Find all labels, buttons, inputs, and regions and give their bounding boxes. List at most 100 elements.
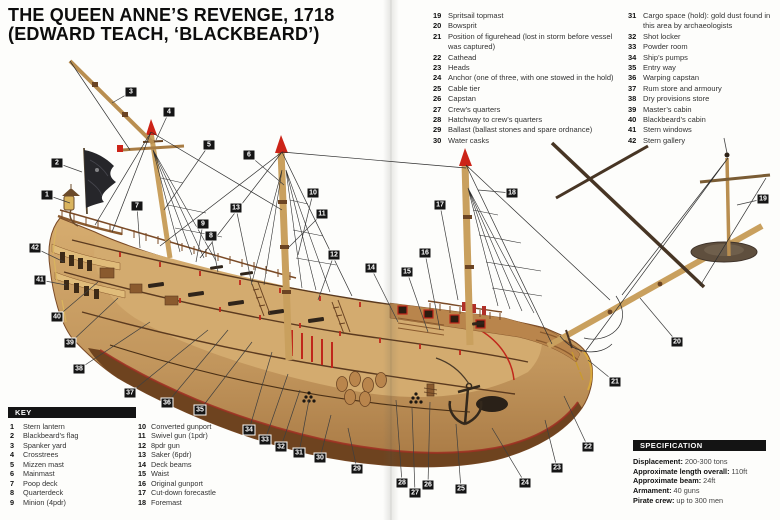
- leader-line-25: [455, 423, 462, 490]
- leader-line-35: [199, 341, 253, 411]
- list-item-number: 3: [10, 440, 15, 450]
- leader-line-9: [195, 223, 204, 263]
- spec-row: Approximate length overall: 110ft: [633, 467, 779, 477]
- list-item-text: Powder room: [643, 42, 688, 52]
- list-item-text: Bowsprit: [448, 21, 477, 31]
- leader-line-17: [439, 204, 459, 301]
- barrels: [336, 371, 387, 407]
- list-item: 15 Waist: [138, 469, 263, 478]
- leader-line-8: [210, 235, 219, 273]
- leader-line-2: [56, 162, 83, 173]
- list-item-text: Deck beams: [151, 459, 192, 469]
- leader-line-40: [56, 281, 99, 318]
- list-item: 41 Stern windows: [628, 125, 778, 135]
- page-fold: [383, 0, 399, 520]
- cable-pile: [476, 396, 508, 412]
- list-item-number: 11: [138, 431, 146, 441]
- list-item-number: 2: [10, 431, 15, 441]
- leader-line-34: [248, 351, 273, 431]
- list-item-number: 42: [628, 135, 637, 145]
- leader-line-10: [297, 192, 314, 256]
- list-item-text: Cargo space (hold): gold dust found in t…: [643, 11, 771, 31]
- list-item-number: 8: [10, 488, 15, 498]
- list-item-number: 15: [138, 469, 147, 479]
- list-item-text: Ballast (ballast stones and spare ordnan…: [448, 125, 593, 135]
- leader-line-24: [491, 427, 526, 484]
- leader-line-39: [69, 297, 119, 344]
- list-item-number: 28: [433, 115, 442, 125]
- list-item-number: 35: [628, 63, 637, 73]
- leader-line-15: [406, 271, 429, 333]
- list-item-text: Stern lantern: [23, 422, 65, 431]
- leader-line-37: [129, 329, 209, 394]
- spec-row: Armament: 40 guns: [633, 486, 779, 496]
- list-item: 5 Mizzen mast: [10, 460, 135, 469]
- list-item-text: Crew’s quarters: [448, 104, 501, 114]
- list-item-number: 6: [10, 469, 15, 479]
- hold-contents: [147, 265, 508, 412]
- list-item: 28 Hatchway to crew’s quarters: [433, 115, 617, 125]
- list-item-text: Waist: [151, 469, 169, 479]
- list-item-text: Cut-down forecastle: [151, 488, 216, 498]
- leader-line-23: [544, 419, 558, 469]
- leader-line-19: [736, 198, 764, 206]
- leader-line-14: [370, 267, 399, 323]
- list-item-text: Warping capstan: [643, 73, 700, 83]
- list-item-number: 18: [138, 497, 147, 507]
- list-item-number: 10: [138, 422, 147, 431]
- list-item-text: Stern gallery: [643, 135, 686, 145]
- list-item-text: Mizzen mast: [23, 459, 64, 469]
- list-item-text: Poop deck: [23, 478, 58, 488]
- list-item-number: 16: [138, 478, 147, 488]
- list-item-number: 24: [433, 73, 442, 83]
- list-item-number: 30: [433, 135, 442, 145]
- list-item-number: 14: [138, 459, 147, 469]
- list-item-number: 22: [433, 52, 442, 62]
- leader-line-4: [155, 111, 170, 141]
- list-item-text: Minion (4pdr): [23, 497, 66, 507]
- spanker-yard: [68, 59, 155, 145]
- leader-line-29: [347, 427, 358, 470]
- list-item-text: Rum store and armoury: [643, 83, 722, 93]
- list-item-text: Dry provisions store: [643, 94, 710, 104]
- list-item-number: 13: [138, 450, 147, 460]
- page-title: THE QUEEN ANNE’S REVENGE, 1718 (EDWARD T…: [8, 6, 388, 44]
- list-item-number: 23: [433, 63, 442, 73]
- list-item-number: 5: [10, 459, 15, 469]
- list-item-text: Stern windows: [643, 125, 692, 135]
- list-item-text: Hatchway to crew’s quarters: [448, 115, 543, 125]
- specification-header-bar: SPECIFICATION: [633, 440, 766, 451]
- leader-line-3: [111, 91, 132, 104]
- spec-label: Pirate crew:: [633, 495, 677, 505]
- list-item-number: 41: [628, 125, 637, 135]
- list-item-text: 8pdr gun: [151, 440, 180, 450]
- leader-line-36: [166, 329, 229, 404]
- list-item: 30 Water casks: [433, 136, 617, 146]
- leader-line-32: [280, 389, 301, 448]
- list-item-text: Water casks: [448, 135, 489, 145]
- list-item-number: 33: [628, 42, 637, 52]
- ladders: [251, 281, 351, 335]
- list-item-text: Saker (6pdr): [151, 450, 192, 460]
- list-item-number: 26: [433, 94, 442, 104]
- leader-line-18: [477, 189, 513, 194]
- key-header-bar: KEY: [8, 407, 136, 418]
